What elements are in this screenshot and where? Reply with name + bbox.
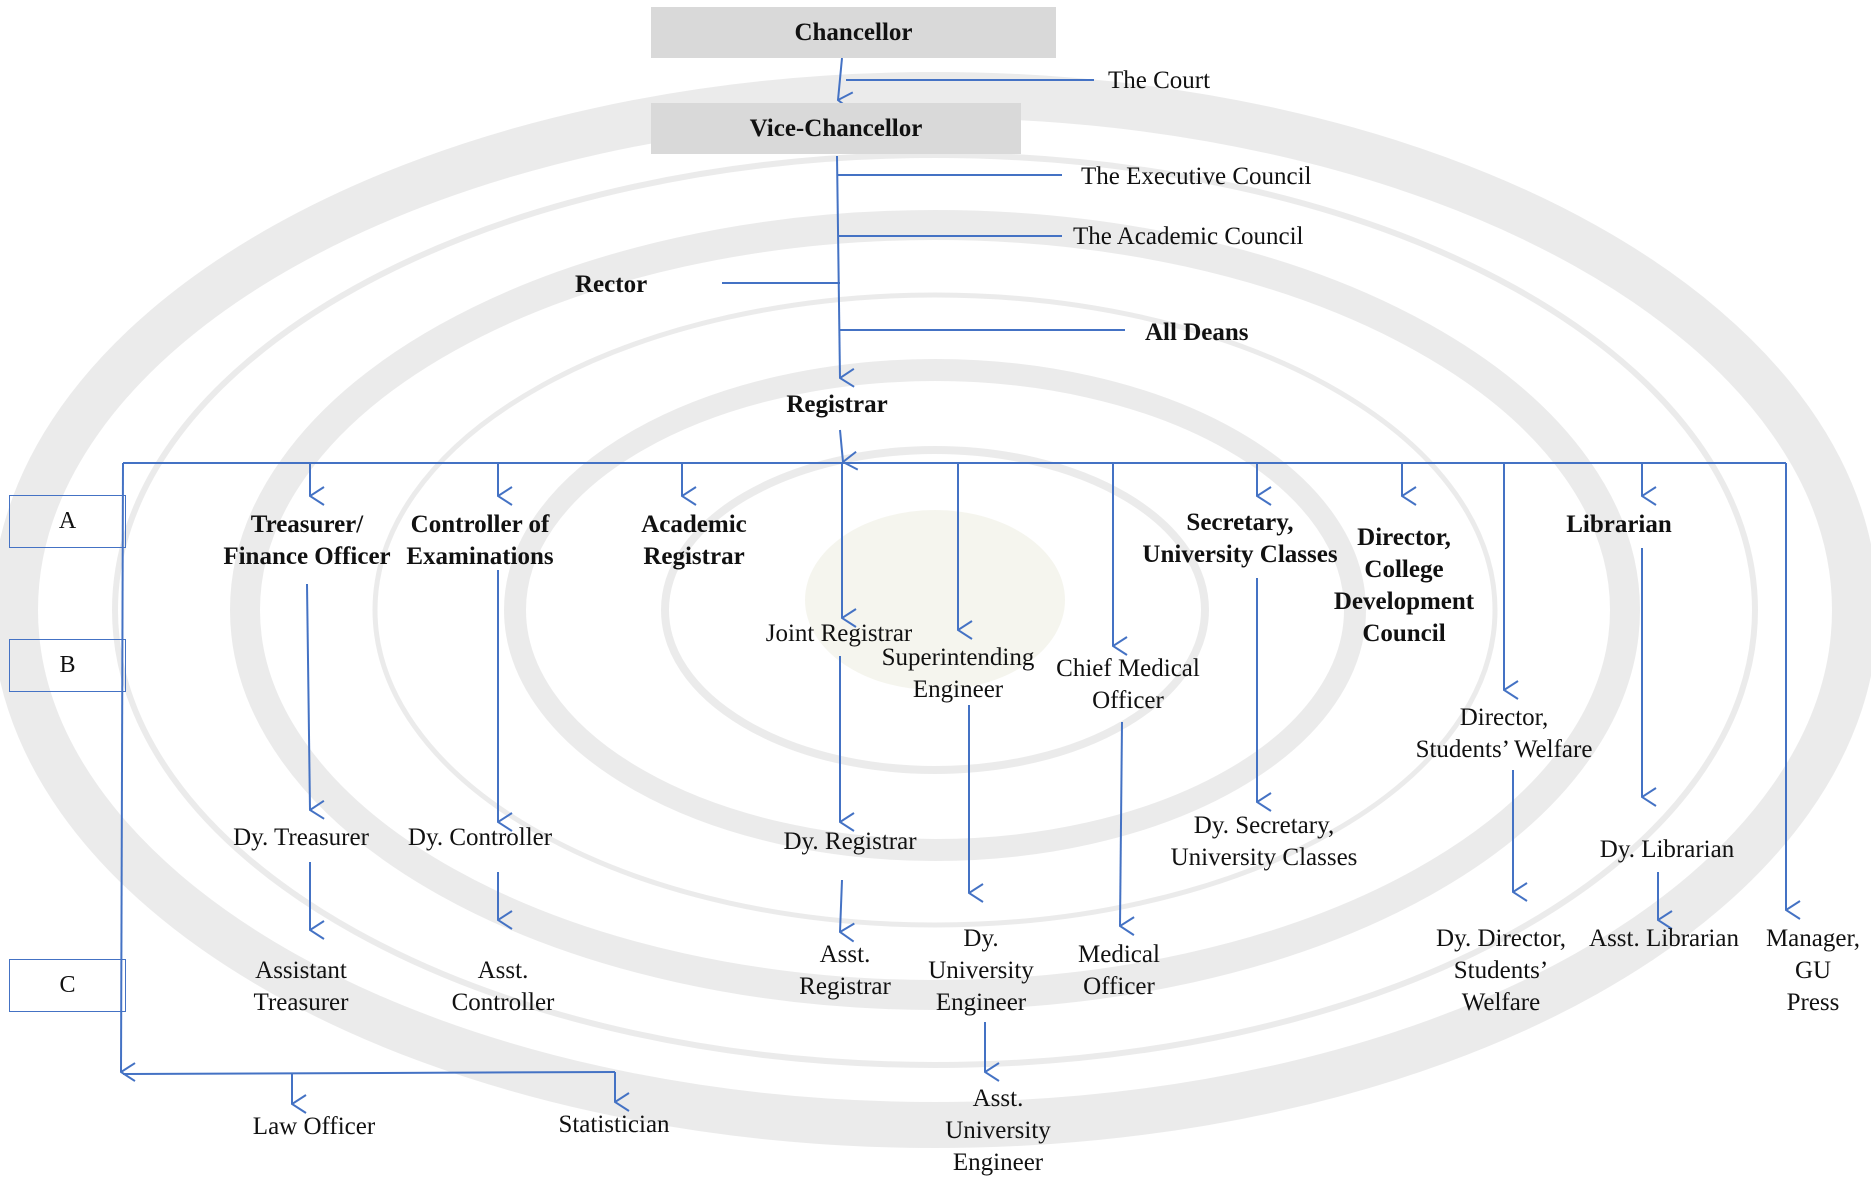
dy-librarian-node: Dy. Librarian — [1599, 836, 1735, 863]
rank-box-b: B — [9, 639, 126, 692]
vice-chancellor-node: Vice-Chancellor — [651, 103, 1021, 154]
asst-university-engineer-node: Asst. University Engineer — [945, 1085, 1051, 1176]
dy-university-engineer-node: Dy. University Engineer — [928, 925, 1034, 1016]
registrar-label: Registrar — [786, 391, 888, 418]
assistant-treasurer-node: Assistant Treasurer — [253, 957, 349, 1016]
law-officer-node: Law Officer — [252, 1113, 376, 1140]
dy-treasurer-node: Dy. Treasurer — [233, 824, 369, 851]
rank-box-c: C — [9, 959, 126, 1012]
rector-label: Rector — [575, 271, 648, 298]
asst-controller-node: Asst. Controller — [451, 957, 555, 1016]
executive-council-label: The Executive Council — [1081, 163, 1312, 190]
joint-registrar-node: Joint Registrar — [765, 620, 913, 647]
press-manager-node: Manager, GU Press — [1765, 925, 1861, 1016]
medical-officer-node: Medical Officer — [1078, 941, 1160, 1000]
secretary-node: Secretary, University Classes — [1142, 509, 1338, 568]
librarian-node: Librarian — [1566, 511, 1672, 538]
academic-registrar-node: Academic Registrar — [641, 511, 747, 570]
dy-registrar-node: Dy. Registrar — [783, 828, 917, 855]
chancellor-node: Chancellor — [651, 7, 1056, 58]
dy-controller-node: Dy. Controller — [407, 824, 553, 851]
rank-box-a: A — [9, 495, 126, 548]
superintending-engineer-node: Superintending Engineer — [881, 644, 1035, 703]
all-deans-label: All Deans — [1145, 319, 1249, 346]
asst-librarian-node: Asst. Librarian — [1589, 925, 1739, 952]
dy-director-welfare-node: Dy. Director, Students’ Welfare — [1436, 925, 1566, 1016]
dy-secretary-node: Dy. Secretary, University Classes — [1170, 812, 1358, 871]
court-label: The Court — [1108, 67, 1211, 94]
cdc-director-node: Director, College Development Council — [1333, 524, 1475, 647]
vice-chancellor-label: Vice-Chancellor — [749, 114, 923, 142]
chief-medical-officer-node: Chief Medical Officer — [1056, 655, 1200, 714]
chancellor-label: Chancellor — [794, 18, 913, 46]
asst-registrar-node: Asst. Registrar — [799, 941, 891, 1000]
treasurer-node: Treasurer/ Finance Officer — [223, 511, 391, 570]
statistician-node: Statistician — [558, 1111, 670, 1138]
academic-council-label: The Academic Council — [1073, 223, 1304, 250]
controller-node: Controller of Examinations — [406, 511, 554, 570]
director-welfare-node: Director, Students’ Welfare — [1415, 704, 1593, 763]
